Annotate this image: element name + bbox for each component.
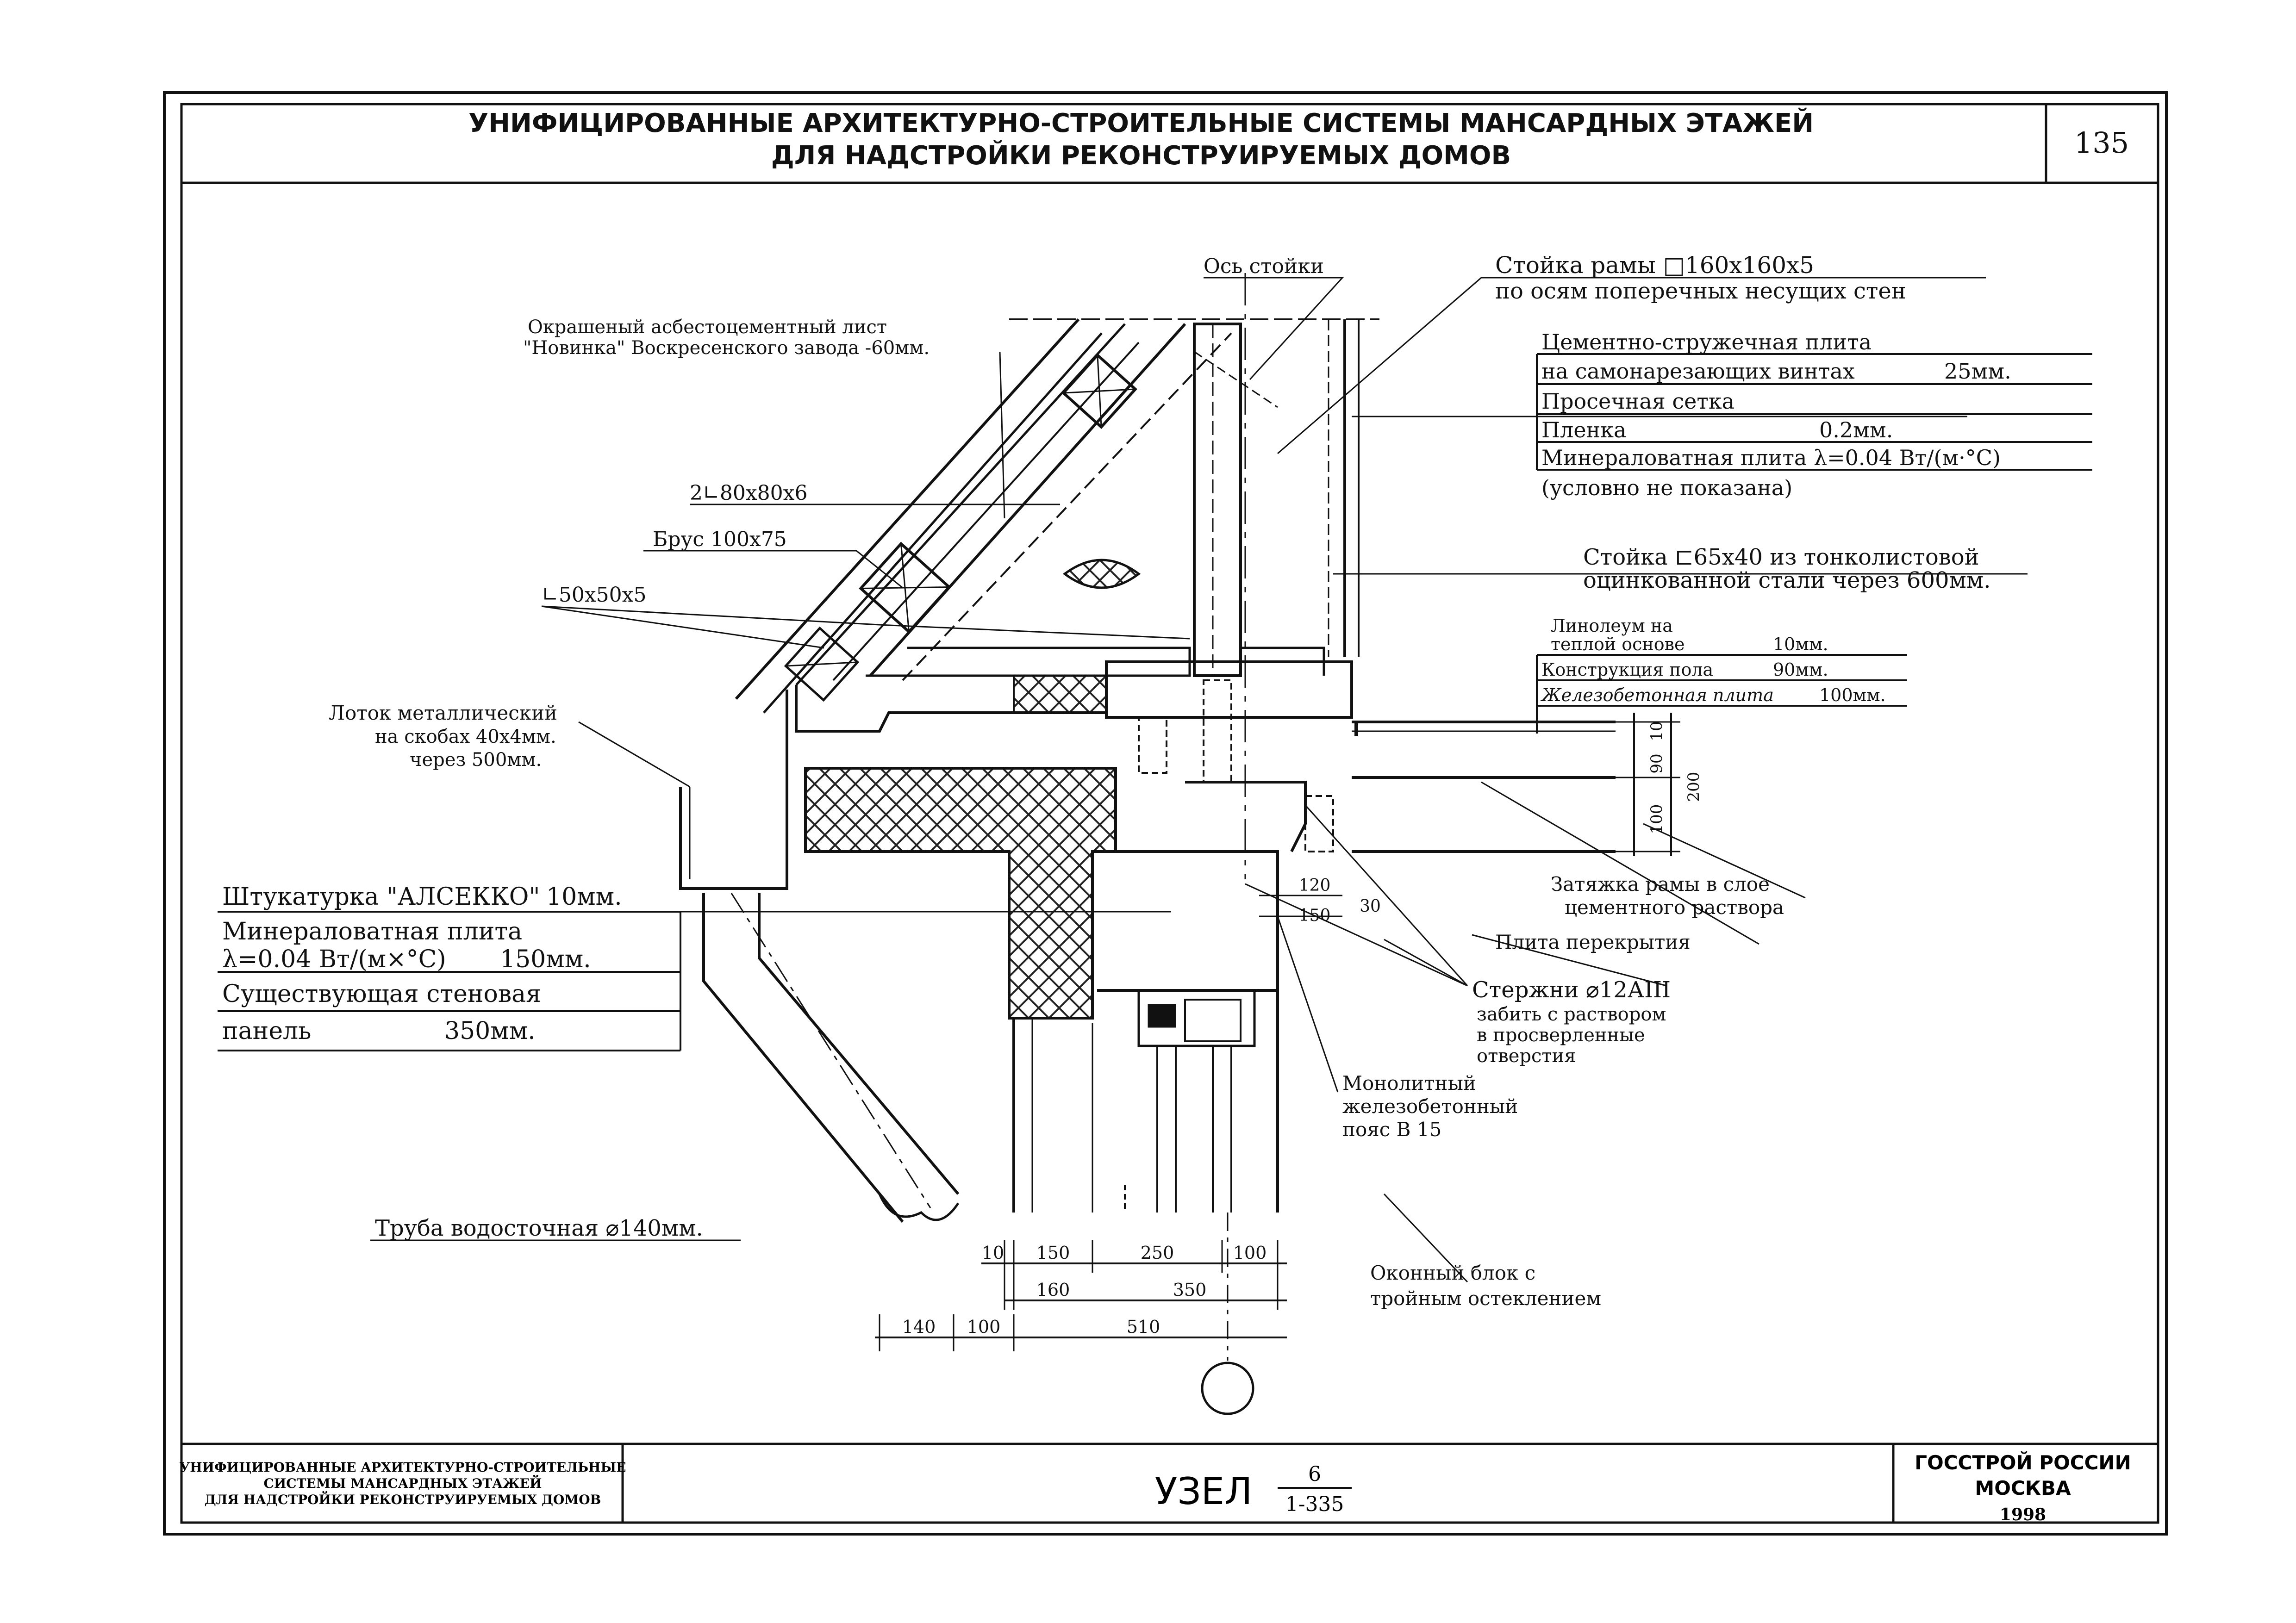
- wall-layer-r6: (условно не показана): [1541, 475, 1792, 500]
- dim-v200: 200: [1685, 772, 1703, 802]
- frame-post: [1193, 323, 1242, 677]
- header-title-line2: ДЛЯ НАДСТРОЙКИ РЕКОНСТРУИРУЕМЫХ ДОМОВ: [771, 140, 1511, 171]
- label-sheet-1: Окрашеный асбестоцементный лист: [528, 317, 887, 338]
- dim-140: 140: [902, 1317, 936, 1337]
- dim-150: 150: [1036, 1243, 1070, 1263]
- ext-layer-r5a: панель: [222, 1017, 311, 1045]
- footer-node-label: УЗЕЛ: [1155, 1470, 1253, 1513]
- dim-v100: 100: [1647, 804, 1666, 834]
- footer-left-3: ДЛЯ НАДСТРОЙКИ РЕКОНСТРУИРУЕМЫХ ДОМОВ: [205, 1491, 601, 1507]
- floor-layer-r1b: теплой основе: [1551, 634, 1685, 654]
- ext-layer-r3a: λ=0.04 Вт/(м×°С): [222, 945, 446, 973]
- roof-sheet-line-2: [763, 332, 1103, 714]
- dim-160: 160: [1036, 1280, 1070, 1300]
- dim-v10: 10: [1647, 721, 1666, 741]
- roof-block-beam: [859, 541, 951, 634]
- floor-layer-r1a: Линолеум на: [1551, 616, 1673, 636]
- footer-right-3: 1998: [2000, 1505, 2046, 1524]
- label-pipe: Труба водосточная ⌀140мм.: [375, 1215, 703, 1241]
- footer-node-series: 1-335: [1285, 1492, 1344, 1516]
- label-gutter-1: Лоток металлический: [329, 702, 557, 724]
- label-tie-1: Затяжка рамы в слое: [1551, 873, 1770, 895]
- window-block: [1137, 989, 1256, 1047]
- label-belt-1: Монолитный: [1342, 1072, 1476, 1094]
- label-angle-l: ∟50х50х5: [542, 583, 646, 607]
- wall-layer-r5: Минераловатная плита λ=0.04 Вт/(м·°С): [1541, 445, 2001, 470]
- footer-right-1: ГОССТРОЙ РОССИИ: [1915, 1451, 2131, 1474]
- dim-120: 120: [1299, 876, 1331, 895]
- floor-layer-r2b: 90мм.: [1773, 659, 1828, 680]
- ext-layer-r2: Минераловатная плита: [222, 918, 522, 945]
- dim-10: 10: [982, 1243, 1004, 1263]
- footer-left-2: СИСТЕМЫ МАНСАРДНЫХ ЭТАЖЕЙ: [264, 1475, 542, 1491]
- header-title-line1: УНИФИЦИРОВАННЫЕ АРХИТЕКТУРНО-СТРОИТЕЛЬНЫ…: [468, 108, 1814, 138]
- page-number: 135: [2074, 126, 2129, 160]
- dim-30: 30: [1360, 897, 1381, 916]
- label-rods-1: Стержни ⌀12АIII: [1472, 977, 1671, 1003]
- label-belt-2: железобетонный: [1342, 1095, 1518, 1118]
- wall-layer-r2b: 25мм.: [1944, 359, 2011, 384]
- floor-layer-r1c: 10мм.: [1773, 634, 1828, 654]
- label-gutter-3: через 500мм.: [410, 749, 542, 771]
- label-frame-post-1: Стойка рамы □160х160х5: [1495, 252, 1814, 279]
- ext-layer-r5b: 350мм.: [444, 1017, 536, 1045]
- downpipe: [702, 893, 904, 1223]
- label-window-2: тройным остеклением: [1370, 1287, 1601, 1310]
- label-belt-3: пояс В 15: [1342, 1118, 1441, 1141]
- label-rods-2: забить с раствором: [1477, 1004, 1666, 1025]
- floor-layer-r2a: Конструкция пола: [1541, 659, 1713, 680]
- floor-build-up: [1105, 660, 1353, 719]
- gutter: [679, 690, 788, 890]
- wall-layer-r1: Цементно-стружечная плита: [1541, 330, 1872, 354]
- label-angle-2l: 2∟80х80х6: [690, 481, 807, 505]
- ext-layer-r1a: Штукатурка "АЛСЕККО": [222, 883, 540, 911]
- wall-layer-r4a: Пленка: [1541, 417, 1626, 442]
- outer-frame: [163, 91, 2168, 1536]
- roof-sheet-line-1: [735, 318, 1080, 700]
- wall-insulation: [804, 767, 1117, 1020]
- wall-layer-r3: Просечная сетка: [1541, 389, 1734, 414]
- label-sheet-2: "Новинка" Воскресенского завода -60мм.: [523, 337, 930, 359]
- label-rods-3: в просверленные: [1477, 1025, 1645, 1046]
- label-axis: Ось стойки: [1204, 255, 1324, 278]
- dim-250: 250: [1141, 1243, 1174, 1263]
- label-post-thin-1: Стойка ⊏65х40 из тонколистовой: [1583, 544, 1979, 570]
- label-frames: [218, 353, 2092, 1051]
- label-window-1: Оконный блок с: [1370, 1262, 1535, 1284]
- footer-left-1: УНИФИЦИРОВАННЫЕ АРХИТЕКТУРНО-СТРОИТЕЛЬНЫ…: [179, 1460, 626, 1475]
- wall-layer-r2a: на самонарезающих винтах: [1541, 359, 1855, 384]
- floor-layer-r3b: 100мм.: [1819, 685, 1886, 705]
- node-drawing: [370, 273, 2028, 1415]
- footer-node-num: 6: [1308, 1462, 1321, 1486]
- label-post-thin-2: оцинкованной стали через 600мм.: [1583, 567, 1990, 593]
- wall-layer-r4b: 0.2мм.: [1819, 417, 1893, 442]
- dim-350: 350: [1173, 1280, 1207, 1300]
- dim-v90: 90: [1647, 753, 1666, 773]
- label-beam: Брус 100х75: [653, 528, 787, 551]
- eave-block: [784, 626, 860, 702]
- dim-100b: 100: [967, 1317, 1001, 1337]
- footer-right-2: МОСКВА: [1975, 1477, 2071, 1499]
- ext-layer-r3b: 150мм.: [500, 945, 591, 973]
- inner-frame: [180, 103, 2159, 1524]
- label-rods-4: отверстия: [1477, 1045, 1576, 1067]
- floor-layer-r3a: Железобетонная плита: [1540, 685, 1774, 705]
- drawing-labels: Ось стойки Стойка рамы □160х160х5 по ося…: [222, 252, 2011, 1337]
- title-block: УНИФИЦИРОВАННЫЕ АРХИТЕКТУРНО-СТРОИТЕЛЬНЫ…: [179, 1451, 2131, 1524]
- label-gutter-2: на скобах 40х4мм.: [375, 726, 556, 747]
- monolithic-belt: [1097, 850, 1279, 992]
- ext-layer-r4: Существующая стеновая: [222, 980, 541, 1008]
- roof-block-top: [1061, 353, 1137, 429]
- dim-510: 510: [1127, 1317, 1160, 1337]
- dim-100: 100: [1233, 1243, 1267, 1263]
- label-frame-post-2: по осям поперечных несущих стен: [1495, 278, 1906, 304]
- dim-150b: 150: [1299, 906, 1331, 925]
- label-slab: Плита перекрытия: [1495, 931, 1691, 953]
- ext-layer-r1b: 10мм.: [546, 883, 622, 911]
- label-tie-2: цементного раствора: [1565, 896, 1784, 919]
